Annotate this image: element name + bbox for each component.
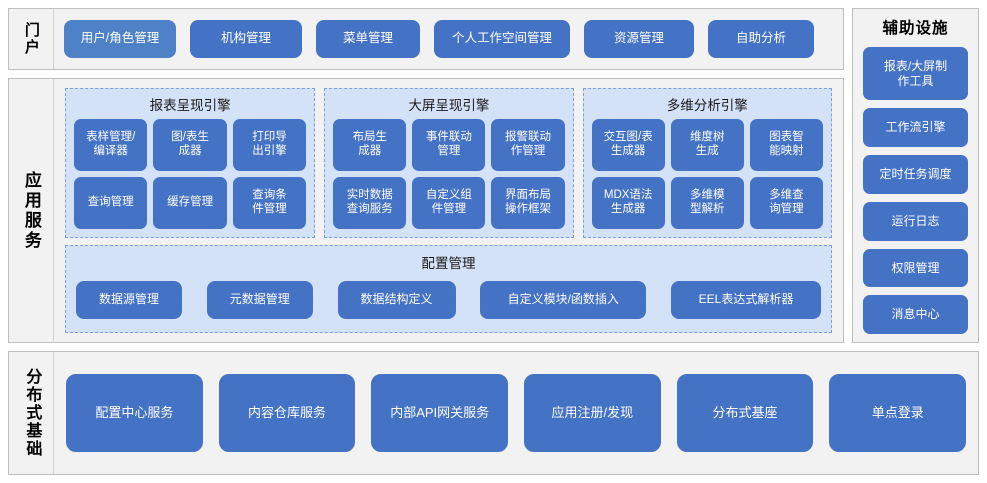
- large-screen-item-layout-generator[interactable]: 布局生 成器: [333, 119, 407, 171]
- auxiliary-item-permission-management[interactable]: 权限管理: [863, 248, 968, 288]
- auxiliary-item-message-center[interactable]: 消息中心: [863, 295, 968, 335]
- report-engine-item-query-management[interactable]: 查询管理: [74, 177, 148, 229]
- panel-large-screen-engine-grid: 布局生 成器 事件联动 管理 报警联动 作管理 实时数据 查询服务 自定义组 件…: [333, 119, 565, 229]
- large-screen-item-ui-layout-framework[interactable]: 界面布局 操作框架: [491, 177, 565, 229]
- upper-left-column: 门户 用户/角色管理 机构管理 菜单管理 个人工作空间管理 资源管理 自助分析 …: [8, 8, 844, 343]
- report-engine-item-query-condition-management[interactable]: 查询条 件管理: [232, 177, 307, 229]
- multidim-item-interactive-chart-generator[interactable]: 交互图/表 生成器: [591, 119, 665, 171]
- multidim-item-multidim-model-parsing[interactable]: 多维模 型解析: [670, 177, 744, 229]
- panel-large-screen-engine-title: 大屏呈现引擎: [408, 98, 490, 113]
- distributed-item-internal-api-gateway-service[interactable]: 内部API网关服务: [371, 374, 509, 452]
- multidim-item-multidim-query-management[interactable]: 多维查 询管理: [749, 177, 824, 229]
- upper-section: 门户 用户/角色管理 机构管理 菜单管理 个人工作空间管理 资源管理 自助分析 …: [8, 8, 979, 343]
- distributed-item-distributed-base[interactable]: 分布式基座: [676, 374, 814, 452]
- portal-item-resource-management[interactable]: 资源管理: [584, 20, 694, 58]
- panel-large-screen-engine: 大屏呈现引擎 布局生 成器 事件联动 管理 报警联动 作管理 实时数据 查询服务…: [324, 88, 574, 238]
- report-engine-item-cache-management[interactable]: 缓存管理: [153, 177, 227, 229]
- multidim-item-mdx-syntax-generator[interactable]: MDX语法 生成器: [591, 177, 665, 229]
- panel-configuration-management: 配置管理 数据源管理 元数据管理 数据结构定义 自定义模块/函数插入 EEL表达…: [65, 245, 832, 333]
- auxiliary-facilities-panel: 辅助设施 报表/大屏制 作工具 工作流引擎 定时任务调度 运行日志 权限管理 消…: [852, 8, 979, 343]
- application-services-content: 报表呈现引擎 表样管理/ 编译器 图/表生 成器 打印导 出引擎 查询管理 缓存…: [54, 79, 843, 342]
- distributed-foundation-band: 分布式基础 配置中心服务 内容仓库服务 内部API网关服务 应用注册/发现 分布…: [8, 351, 979, 475]
- report-engine-item-chart-table-generator[interactable]: 图/表生 成器: [153, 119, 227, 171]
- config-item-custom-module-function-insert[interactable]: 自定义模块/函数插入: [480, 280, 647, 319]
- auxiliary-item-runtime-log[interactable]: 运行日志: [863, 201, 968, 241]
- application-services-band: 应用服务 报表呈现引擎 表样管理/ 编译器 图/表生 成器 打印导 出引擎 查询…: [8, 78, 844, 343]
- multidim-item-chart-smart-mapping[interactable]: 图表智 能映射: [749, 119, 824, 171]
- panel-configuration-management-title: 配置管理: [421, 256, 476, 271]
- config-item-eel-expression-parser[interactable]: EEL表达式解析器: [671, 280, 821, 319]
- portal-item-personal-workspace-management[interactable]: 个人工作空间管理: [434, 20, 570, 58]
- panel-report-engine-grid: 表样管理/ 编译器 图/表生 成器 打印导 出引擎 查询管理 缓存管理 查询条 …: [74, 119, 307, 229]
- large-screen-item-realtime-data-query-service[interactable]: 实时数据 查询服务: [333, 177, 407, 229]
- report-engine-item-print-export-engine[interactable]: 打印导 出引擎: [232, 119, 307, 171]
- large-screen-item-alarm-action-management[interactable]: 报警联动 作管理: [491, 119, 565, 171]
- portal-band-label: 门户: [9, 9, 54, 69]
- distributed-item-config-center-service[interactable]: 配置中心服务: [66, 374, 203, 452]
- distributed-item-single-sign-on[interactable]: 单点登录: [829, 374, 967, 452]
- distributed-item-app-registration-discovery[interactable]: 应用注册/发现: [524, 374, 661, 452]
- auxiliary-item-report-dashboard-authoring-tool[interactable]: 报表/大屏制 作工具: [863, 47, 968, 101]
- panel-multidim-analysis-engine-grid: 交互图/表 生成器 维度树 生成 图表智 能映射 MDX语法 生成器 多维模 型…: [591, 119, 824, 229]
- config-item-data-structure-definition[interactable]: 数据结构定义: [337, 280, 456, 319]
- multidim-item-dimension-tree-generation[interactable]: 维度树 生成: [670, 119, 744, 171]
- distributed-item-content-repository-service[interactable]: 内容仓库服务: [218, 374, 356, 452]
- portal-item-org-management[interactable]: 机构管理: [190, 20, 302, 58]
- config-item-metadata-management[interactable]: 元数据管理: [206, 280, 313, 319]
- config-item-datasource-management[interactable]: 数据源管理: [76, 280, 182, 319]
- portal-item-menu-management[interactable]: 菜单管理: [316, 20, 420, 58]
- auxiliary-facilities-title: 辅助设施: [882, 20, 949, 37]
- panel-report-engine-title: 报表呈现引擎: [149, 98, 231, 113]
- panel-report-engine: 报表呈现引擎 表样管理/ 编译器 图/表生 成器 打印导 出引擎 查询管理 缓存…: [65, 88, 316, 238]
- portal-band: 门户 用户/角色管理 机构管理 菜单管理 个人工作空间管理 资源管理 自助分析: [8, 8, 844, 70]
- panel-multidim-analysis-engine-title: 多维分析引擎: [666, 98, 748, 113]
- distributed-foundation-items: 配置中心服务 内容仓库服务 内部API网关服务 应用注册/发现 分布式基座 单点…: [54, 352, 978, 474]
- portal-items: 用户/角色管理 机构管理 菜单管理 个人工作空间管理 资源管理 自助分析: [54, 9, 843, 69]
- engine-row: 报表呈现引擎 表样管理/ 编译器 图/表生 成器 打印导 出引擎 查询管理 缓存…: [65, 88, 833, 238]
- report-engine-item-template-manager[interactable]: 表样管理/ 编译器: [74, 119, 148, 171]
- distributed-foundation-band-label: 分布式基础: [9, 352, 54, 474]
- auxiliary-item-scheduled-task-scheduler[interactable]: 定时任务调度: [863, 155, 968, 194]
- portal-item-user-role-management[interactable]: 用户/角色管理: [64, 20, 176, 58]
- large-screen-item-event-linkage-management[interactable]: 事件联动 管理: [412, 119, 486, 171]
- auxiliary-item-workflow-engine[interactable]: 工作流引擎: [863, 108, 968, 148]
- configuration-management-items: 数据源管理 元数据管理 数据结构定义 自定义模块/函数插入 EEL表达式解析器: [76, 277, 821, 322]
- portal-item-self-service-analysis[interactable]: 自助分析: [708, 20, 814, 58]
- panel-multidim-analysis-engine: 多维分析引擎 交互图/表 生成器 维度树 生成 图表智 能映射 MDX语法 生成…: [582, 88, 833, 238]
- application-services-band-label: 应用服务: [9, 79, 54, 342]
- large-screen-item-custom-component-management[interactable]: 自定义组 件管理: [412, 177, 486, 229]
